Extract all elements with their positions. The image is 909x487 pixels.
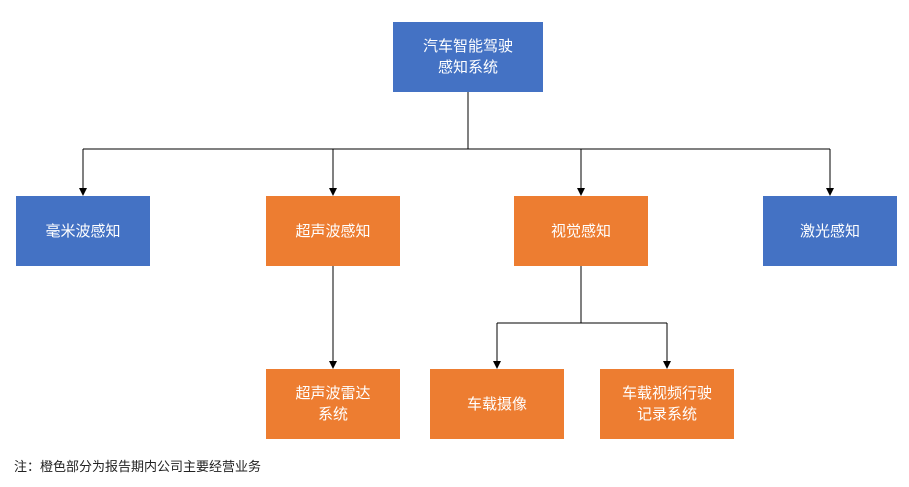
- node-label-line: 感知系统: [437, 58, 498, 76]
- node-ultrasonic-perception: 超声波感知: [266, 196, 400, 266]
- node-label-line: 车载摄像: [466, 394, 527, 413]
- node-label-line: 车载视频行驶: [621, 384, 712, 402]
- node-label-line: 汽车智能驾驶: [422, 37, 513, 55]
- node-label-line: 系统: [317, 405, 348, 423]
- node-label-line: 视觉感知: [550, 221, 611, 240]
- node-label-line: 记录系统: [636, 405, 697, 423]
- node-dashcam-recording-system: 车载视频行驶记录系统: [600, 369, 734, 439]
- node-vision-perception: 视觉感知: [514, 196, 648, 266]
- node-label-line: 激光感知: [799, 221, 860, 240]
- node-label-line: 毫米波感知: [45, 221, 121, 240]
- node-laser-perception: 激光感知: [763, 196, 897, 266]
- node-ultrasonic-radar-system: 超声波雷达系统: [266, 369, 400, 439]
- node-label-line: 超声波感知: [295, 221, 371, 240]
- node-root-perception-system: 汽车智能驾驶感知系统: [393, 22, 543, 92]
- node-mmwave-perception: 毫米波感知: [16, 196, 150, 266]
- node-label-line: 超声波雷达: [295, 384, 371, 402]
- node-vehicle-camera: 车载摄像: [430, 369, 564, 439]
- legend-note: 注：橙色部分为报告期内公司主要经营业务: [14, 460, 262, 475]
